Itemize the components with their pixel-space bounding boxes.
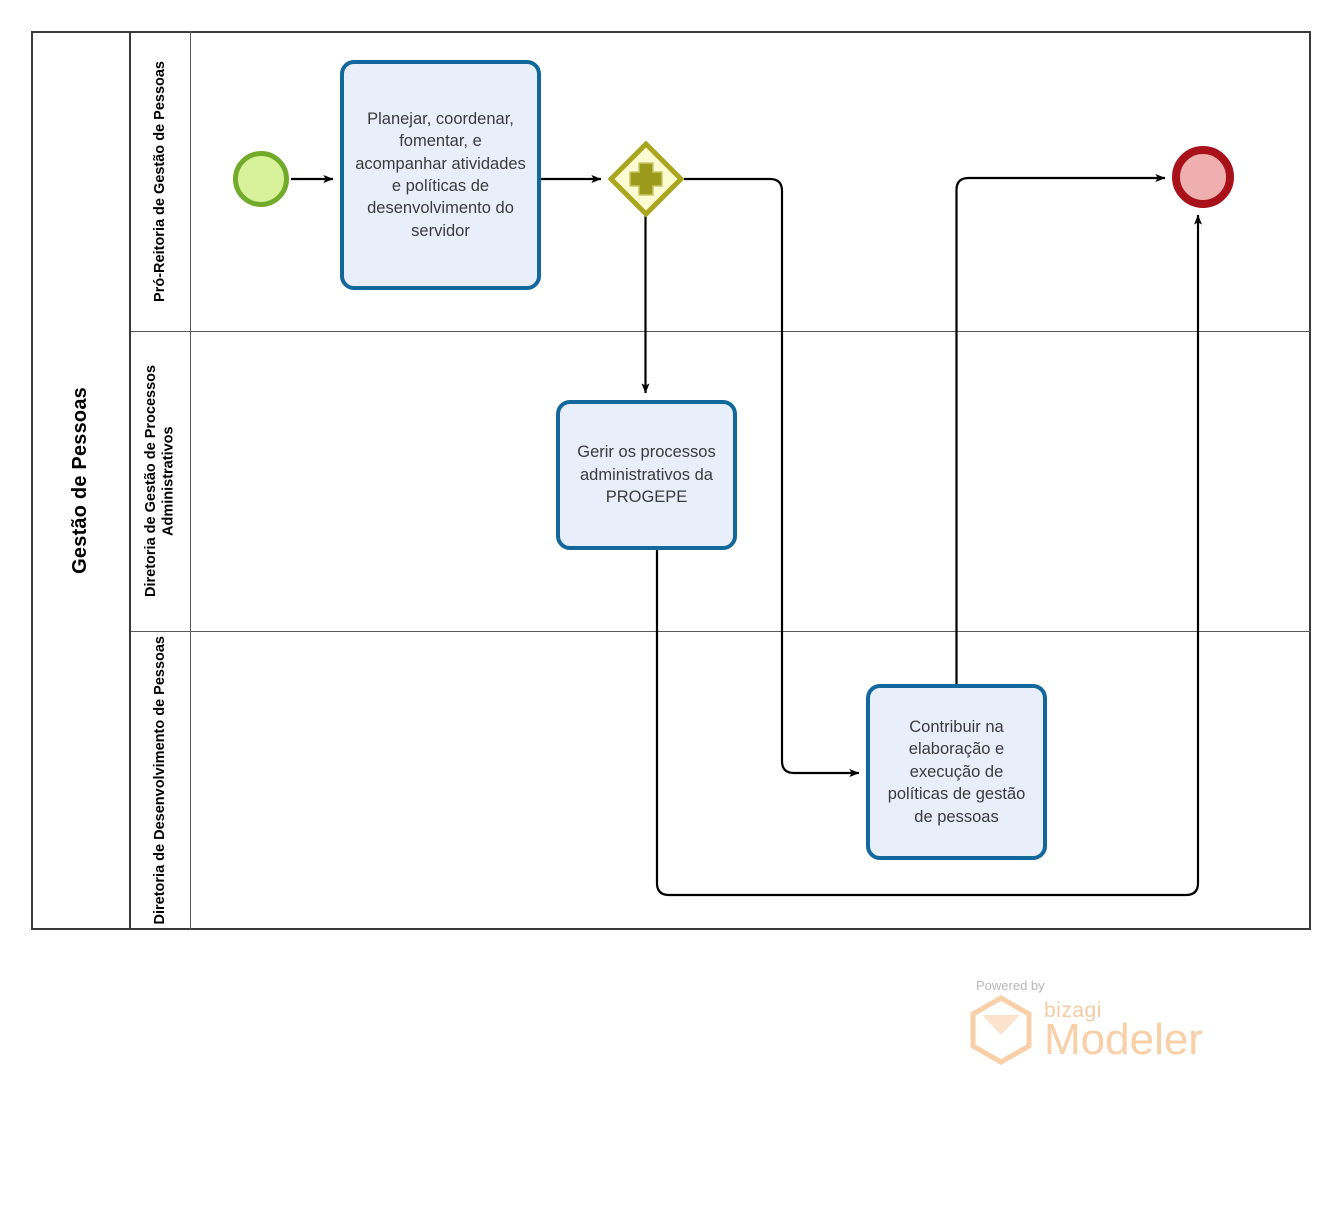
flow-contribuir-to-end[interactable] bbox=[955, 174, 1166, 684]
task-gerir-label: Gerir os processos administrativos da PR… bbox=[577, 443, 716, 507]
parallel-gateway-icon[interactable] bbox=[607, 140, 685, 218]
watermark-brand-label: bizagi bbox=[1044, 998, 1102, 1022]
task-gerir-processos-administrativos[interactable]: Gerir os processos administrativos da PR… bbox=[556, 400, 737, 550]
task-planejar-label: Planejar, coordenar, fomentar, e acompan… bbox=[355, 109, 526, 240]
task-contribuir-label: Contribuir na elaboração e execução de p… bbox=[887, 717, 1026, 826]
lane-header-processos-administrativos[interactable]: Diretoria de Gestão de Processos Adminis… bbox=[131, 331, 191, 631]
flow-gateway-to-contribuir[interactable] bbox=[684, 177, 860, 777]
bizagi-watermark: Powered by bizagi Modeler bbox=[968, 978, 1203, 1065]
pool-title-header[interactable]: Gestão de Pessoas bbox=[31, 31, 131, 930]
start-event-circle[interactable] bbox=[233, 151, 289, 207]
end-event-circle[interactable] bbox=[1172, 146, 1234, 208]
bizagi-hexagon-logo-icon bbox=[970, 995, 1032, 1065]
gateway-plus-icon bbox=[629, 162, 663, 196]
pool-gestao-de-pessoas[interactable] bbox=[31, 31, 1311, 930]
lane-divider-1 bbox=[131, 331, 1311, 332]
task-planejar-coordenar[interactable]: Planejar, coordenar, fomentar, e acompan… bbox=[340, 60, 541, 290]
lane-header-pro-reitoria[interactable]: Pró-Reitoria de Gestão de Pessoas bbox=[131, 31, 191, 331]
watermark-powered-by-label: Powered by bbox=[976, 978, 1045, 993]
lane-header-desenvolvimento-pessoas[interactable]: Diretoria de Desenvolvimento de Pessoas bbox=[131, 631, 191, 930]
flow-gerir-to-end[interactable] bbox=[655, 214, 1202, 897]
task-contribuir-politicas[interactable]: Contribuir na elaboração e execução de p… bbox=[866, 684, 1047, 860]
lane-divider-2 bbox=[131, 631, 1311, 632]
watermark-text-block: bizagi Modeler bbox=[1044, 1000, 1203, 1061]
watermark-row: bizagi Modeler bbox=[968, 995, 1203, 1065]
watermark-product-label: Modeler bbox=[1044, 1014, 1203, 1064]
